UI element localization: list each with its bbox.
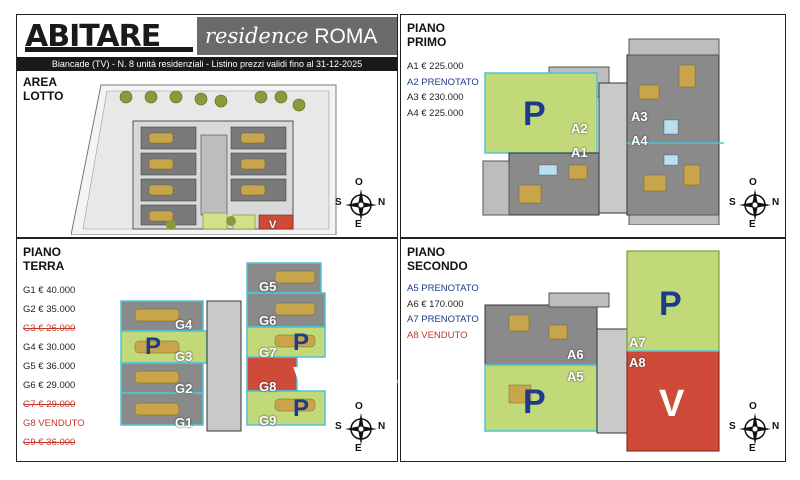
terra-price-item: G7 € 29.000 <box>23 399 76 410</box>
primo-unit-a1: A1 <box>571 145 588 160</box>
terra-unit-g4: G4 <box>175 317 193 332</box>
secondo-a8-sold-mark: V <box>659 383 685 425</box>
watermark: casa.it <box>310 348 435 392</box>
secondo-price-item: A7 PRENOTATO <box>407 314 479 325</box>
terra-unit-g3: G3 <box>175 349 193 364</box>
primo-price-item: A4 € 225.000 <box>407 107 464 119</box>
terra-g7-booked-mark: P <box>293 329 310 356</box>
primo-price-list: A1 € 225.000 A2 PRENOTATO A3 € 230.000 A4 €… <box>407 59 479 121</box>
primo-unit-a3: A3 <box>631 109 648 124</box>
primo-a2-booked-mark: P <box>523 95 546 133</box>
primo-price-item: A3 € 230.000 <box>407 92 464 103</box>
secondo-unit-a6: A6 <box>567 347 584 362</box>
terra-price-item: G3 € 26.000 <box>23 323 76 334</box>
subtitle: Biancade (TV) - N. 8 unità residenziali … <box>17 57 397 71</box>
panel-piano-terra: PIANO TERRA G1 € 40.000 G2 € 35.000 G3 € 2… <box>16 238 398 462</box>
compass: O S N E <box>335 401 386 454</box>
primo-price-item: A2 PRENOTATO <box>407 76 479 88</box>
primo-unit-a4: A4 <box>631 133 648 148</box>
compass-rose-icon <box>345 413 377 445</box>
secondo-unit-a5: A5 <box>567 369 584 384</box>
secondo-a7-booked-mark: P <box>659 285 682 323</box>
compass-rose-icon <box>739 413 771 445</box>
terra-price-item: G5 € 36.000 <box>23 361 76 372</box>
terra-price-list: G1 € 40.000 G2 € 35.000 G3 € 26.000 G4 € 30… <box>23 281 85 452</box>
terra-price-item: G4 € 30.000 <box>23 342 76 353</box>
secondo-unit-a7: A7 <box>629 335 646 350</box>
secondo-floor-plan: A6 A5 A7 A8 P P V <box>479 245 724 457</box>
brand-header: ABITARE residence ROMA <box>17 15 397 55</box>
secondo-title: PIANO SECONDO <box>407 245 468 273</box>
panel-area-lotto: ABITARE residence ROMA Biancade (TV) - N… <box>16 14 398 238</box>
terra-price-item: G9 € 36.000 <box>23 437 76 448</box>
terra-floor-plan: G4 G3 G2 G1 G5 G6 G7 G8 G9 P P V P <box>117 257 337 457</box>
terra-unit-g1: G1 <box>175 415 193 430</box>
compass: O S N E <box>729 177 780 230</box>
compass: O S N E <box>729 401 780 454</box>
primo-unit-a2: A2 <box>571 121 588 136</box>
secondo-price-item: A6 € 170.000 <box>407 298 464 310</box>
terra-price-item: G6 € 29.000 <box>23 380 76 391</box>
lotto-sold-marker: V <box>269 219 277 231</box>
compass-rose-icon <box>345 189 377 221</box>
lotto-title: AREA LOTTO <box>23 75 64 103</box>
primo-title: PIANO PRIMO <box>407 21 447 49</box>
lotto-site-plan: V <box>71 75 341 235</box>
terra-unit-g9: G9 <box>259 413 277 428</box>
terra-unit-g8: G8 <box>259 379 277 394</box>
secondo-price-item: A8 VENDUTO <box>407 329 468 341</box>
secondo-price-list: A5 PRENOTATO A6 € 170.000 A7 PRENOTATO A8 V… <box>407 281 479 343</box>
secondo-unit-a8: A8 <box>629 355 646 370</box>
terra-unit-g6: G6 <box>259 313 277 328</box>
logo: ABITARE <box>25 19 193 54</box>
terra-price-item: G8 VENDUTO <box>23 418 85 429</box>
secondo-price-item: A5 PRENOTATO <box>407 283 479 294</box>
terra-unit-g2: G2 <box>175 381 193 396</box>
terra-price-item: G2 € 35.000 <box>23 304 76 315</box>
panel-piano-primo: PIANO PRIMO A1 € 225.000 A2 PRENOTATO A3 €… <box>400 14 786 238</box>
primo-floor-plan: P A2 A1 A3 A4 <box>479 25 724 225</box>
residence-prefix: residence <box>205 24 309 48</box>
terra-unit-g7: G7 <box>259 345 277 360</box>
residence-name: ROMA <box>314 25 378 48</box>
terra-title: PIANO TERRA <box>23 245 65 273</box>
terra-price-item: G1 € 40.000 <box>23 285 76 296</box>
primo-price-item: A1 € 225.000 <box>407 61 464 72</box>
terra-g8-sold-mark: V <box>293 361 311 391</box>
terra-g9-booked-mark: P <box>293 395 310 422</box>
terra-g3-booked-mark: P <box>145 333 162 360</box>
compass: O S N E <box>335 177 386 230</box>
residence-title: residence ROMA <box>197 17 397 55</box>
compass-rose-icon <box>739 189 771 221</box>
secondo-a5-booked-mark: P <box>523 383 546 421</box>
terra-unit-g5: G5 <box>259 279 277 294</box>
